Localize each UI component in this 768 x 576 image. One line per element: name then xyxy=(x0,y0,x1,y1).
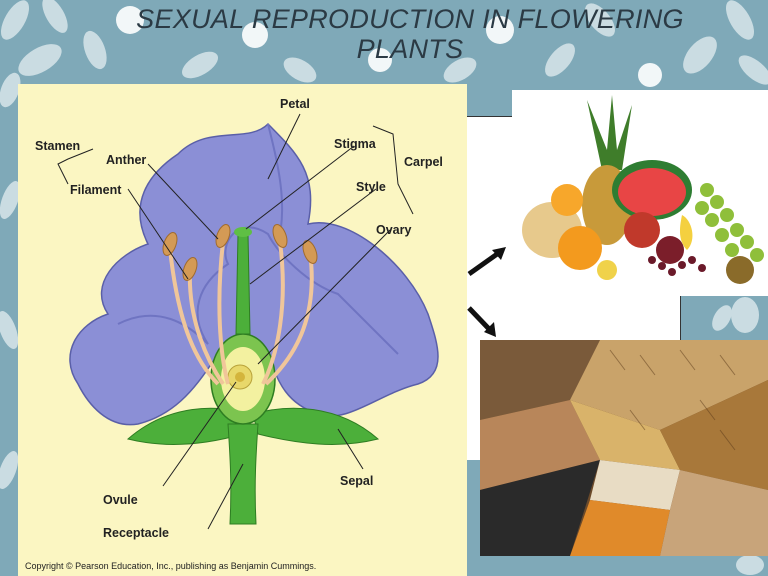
label-stigma: Stigma xyxy=(334,137,377,151)
slide-title-line1: SEXUAL REPRODUCTION IN FLOWERING xyxy=(136,4,684,34)
label-petal: Petal xyxy=(280,97,310,111)
slide-title-line2: PLANTS xyxy=(356,34,464,64)
label-stamen: Stamen xyxy=(35,139,80,153)
flower-diagram: Petal Stamen Anther Filament Stigma Carp… xyxy=(18,84,467,576)
seeds-photo xyxy=(480,340,768,556)
copyright-text: Copyright © Pearson Education, Inc., pub… xyxy=(25,561,317,571)
fruit-photo xyxy=(512,90,768,296)
petal-shape xyxy=(69,122,439,426)
anther-shapes xyxy=(162,224,318,281)
label-ovule: Ovule xyxy=(103,493,138,507)
label-receptacle: Receptacle xyxy=(103,526,169,540)
label-anther: Anther xyxy=(106,153,146,167)
pineapple-leaves xyxy=(587,95,632,170)
receptacle-shape xyxy=(227,423,259,525)
style-shape xyxy=(235,233,251,335)
flower-illustration: Petal Stamen Anther Filament Stigma Carp… xyxy=(35,97,443,540)
stigma-shape xyxy=(234,227,252,237)
sepal-shape xyxy=(126,407,249,445)
slide-title: SEXUAL REPRODUCTION IN FLOWERING PLANTS xyxy=(100,4,720,64)
connector-panel-middle xyxy=(466,296,681,340)
label-ovary: Ovary xyxy=(376,223,411,237)
arrow-down-right-icon xyxy=(467,306,496,337)
label-carpel: Carpel xyxy=(404,155,443,169)
arrow-up-right-icon xyxy=(467,247,506,277)
label-filament: Filament xyxy=(70,183,122,197)
label-style: Style xyxy=(356,180,386,194)
connector-panel-bottom xyxy=(466,340,480,460)
label-sepal: Sepal xyxy=(340,474,373,488)
